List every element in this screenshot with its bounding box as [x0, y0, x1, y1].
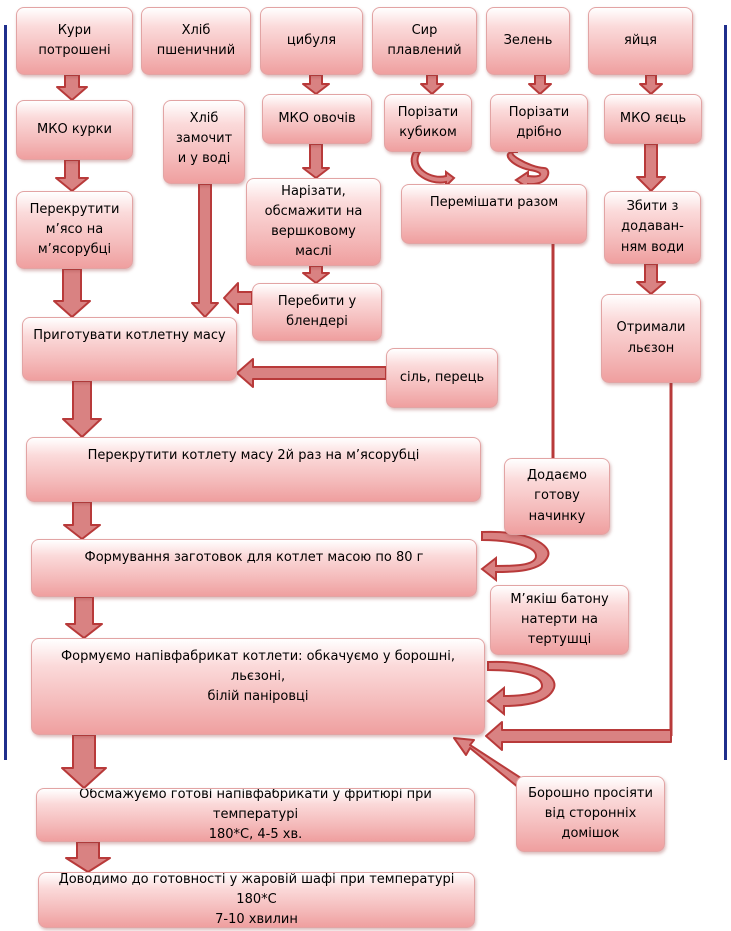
- node-mko-kury: МКО курки: [16, 100, 133, 160]
- curve-dribno-to-peremishaty: [506, 150, 550, 190]
- node-boroshno: Борошно просіяти від сторонніх домішок: [516, 776, 665, 852]
- node-porizaty-kubykom: Порізати кубиком: [384, 94, 472, 152]
- arrow-mko-ovochiv-to-nariazaty: [302, 143, 330, 179]
- arrow-mko-kury-to-perekrutyty: [55, 159, 89, 192]
- arrow-kury-to-mko: [56, 74, 88, 101]
- arrow-perekrutyty-to-pryhotuvaty: [53, 268, 91, 318]
- node-otrymaly: Отримали льєзон: [601, 294, 701, 383]
- node-mko-ovochiv: МКО овочів: [262, 94, 372, 144]
- node-porizaty-dribno: Порізати дрібно: [490, 94, 588, 152]
- arrow-pryhotuvaty-to-perekrutyty-masu: [62, 380, 102, 438]
- arrow-zelen-to-porizaty: [528, 74, 552, 95]
- arrow-perekrutyty-masu-to-formuvannia: [63, 501, 101, 540]
- arrow-obsmazhuiemo-to-dovodymo: [65, 841, 111, 873]
- node-dodaiemo: Додаємо готову начинку: [504, 458, 610, 535]
- node-formuiemo: Формуємо напівфабрикат котлети: обкачуєм…: [31, 638, 485, 735]
- node-miakish: М’якіш батону натерти на тертушці: [490, 585, 629, 655]
- arrow-liezon-to-formuiemo: [485, 721, 672, 751]
- arrow-khlib-to-pryhotuvaty: [191, 183, 219, 318]
- curve-kubykom-to-peremishaty: [410, 151, 456, 189]
- node-tsybulia: цибуля: [260, 7, 363, 75]
- arrow-tsybulia-to-mko: [302, 74, 330, 95]
- node-perekrutyty-masu: Перекрутити котлету масу 2й раз на м’ясо…: [26, 437, 481, 502]
- node-obsmazhuiemo: Обсмажуємо готові напівфабрикати у фритю…: [36, 788, 475, 842]
- node-sil-perets: сіль, перець: [386, 348, 498, 408]
- node-formuvannia: Формування заготовок для котлет масою по…: [31, 539, 477, 597]
- node-perebyty: Перебити у блендері: [252, 283, 382, 341]
- arrow-mko-yaiets-to-zbyty: [636, 143, 666, 192]
- node-peremishaty: Перемішати разом: [401, 184, 587, 244]
- node-khlib-zamochyt: Хліб замочит и у воді: [163, 100, 245, 184]
- curve-miakish-to-formuiemo: [486, 660, 556, 717]
- node-pryhotuvaty: Приготувати котлетну масу: [22, 317, 237, 381]
- node-dovodymo: Доводимо до готовності у жаровій шафі пр…: [38, 872, 475, 928]
- left-edge-line: [4, 25, 7, 760]
- node-khlib: Хліб пшеничний: [141, 7, 251, 75]
- arrow-nariazaty-to-perebyty: [302, 265, 330, 284]
- node-yaitsia: яйця: [588, 7, 693, 75]
- arrow-boroshno-to-formuiemo: [453, 737, 528, 789]
- node-mko-yaiets: МКО яєць: [604, 94, 702, 144]
- node-syr: Сир плавлений: [372, 7, 477, 75]
- node-perekrutyty-miaso: Перекрутити м’ясо на м’ясорубці: [16, 191, 133, 269]
- arrow-formuiemo-to-obsmazhuiemo: [61, 734, 107, 789]
- node-nariazaty: Нарізати, обсмажити на вершковому маслі: [246, 178, 381, 266]
- arrow-sil-to-pryhotuvaty: [236, 358, 387, 388]
- arrow-yaitsia-to-mko: [639, 74, 663, 95]
- arrow-syr-to-porizaty: [420, 74, 444, 95]
- node-zbyty: Збити з додаван- ням води: [604, 191, 701, 264]
- node-zelen: Зелень: [486, 7, 570, 75]
- curve-dodaiemo-to-formuvannia: [480, 530, 550, 583]
- node-kury: Кури потрошені: [16, 7, 133, 75]
- right-edge-line: [724, 25, 727, 760]
- arrow-formuvannia-to-formuiemo: [65, 596, 103, 639]
- arrow-zbyty-to-otrymaly: [636, 263, 666, 295]
- arrow-perebyty-to-pryhotuvaty: [223, 282, 253, 314]
